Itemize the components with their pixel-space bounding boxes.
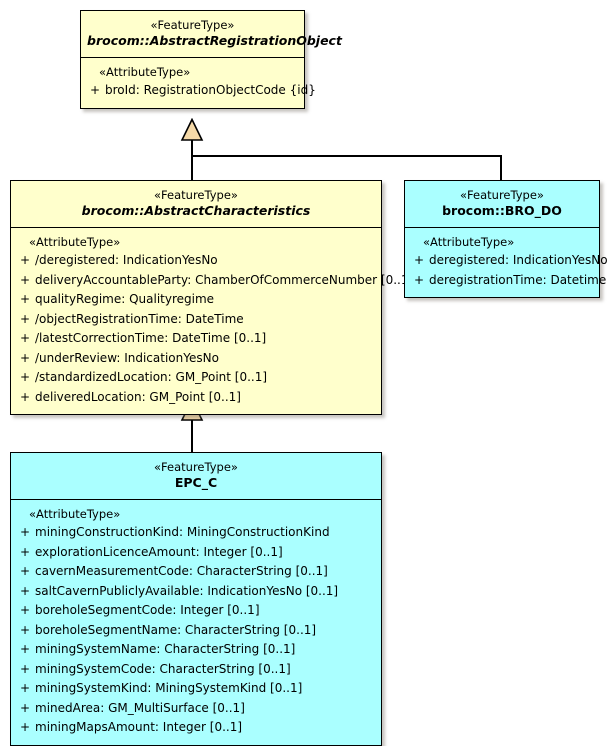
attribute-row: + boreholeSegmentCode: Integer [0..1] xyxy=(15,601,377,621)
attribute-visibility: + xyxy=(19,253,31,267)
generalization-branch-characteristics xyxy=(191,155,193,180)
attribute-row: + saltCavernPubliclyAvailable: Indicatio… xyxy=(15,582,377,602)
attribute-visibility: + xyxy=(19,525,31,539)
attribute-row: + deliveredLocation: GM_Point [0..1] xyxy=(15,388,377,408)
attribute-visibility: + xyxy=(19,564,31,578)
attribute-visibility: + xyxy=(19,642,31,656)
attribute-row: + miningSystemCode: CharacterString [0..… xyxy=(15,660,377,680)
class-name: brocom::AbstractCharacteristics xyxy=(81,203,311,218)
attribute-visibility: + xyxy=(89,83,101,97)
attribute-text: minedArea: GM_MultiSurface [0..1] xyxy=(35,700,245,715)
attribute-visibility: + xyxy=(19,700,31,715)
attribute-text: /latestCorrectionTime: DateTime [0..1] xyxy=(35,331,267,345)
class-attributes-abstract-characteristics: «AttributeType» + /deregistered: Indicat… xyxy=(11,228,413,414)
generalization-stem-epc xyxy=(191,420,193,452)
attribute-visibility: + xyxy=(19,622,31,637)
attribute-visibility: + xyxy=(19,603,31,617)
attribute-text: cavernMeasurementCode: CharacterString [… xyxy=(35,564,328,578)
attribute-text: boreholeSegmentName: CharacterString [0.… xyxy=(35,622,317,637)
class-header-abstract-characteristics: «FeatureType» brocom::AbstractCharacteri… xyxy=(11,181,381,228)
attribute-row: + minedArea: GM_MultiSurface [0..1] xyxy=(15,699,377,719)
attribute-row: + /deregistered: IndicationYesNo xyxy=(15,251,377,271)
attribute-row: + /underReview: IndicationYesNo xyxy=(15,349,377,369)
attribute-text: deregistrationTime: Datetime xyxy=(429,272,607,287)
attribute-visibility: + xyxy=(19,583,31,598)
attribute-row: + miningSystemName: CharacterString [0..… xyxy=(15,640,377,660)
attribute-row: + qualityRegime: Qualityregime xyxy=(15,290,377,310)
attribute-visibility: + xyxy=(19,292,31,306)
attribute-visibility: + xyxy=(19,681,31,695)
generalization-tree-bar xyxy=(191,155,503,157)
attribute-row: + cavernMeasurementCode: CharacterString… xyxy=(15,562,377,582)
attribute-text: /standardizedLocation: GM_Point [0..1] xyxy=(35,370,268,384)
attribute-visibility: + xyxy=(19,331,31,345)
attribute-text: /underReview: IndicationYesNo xyxy=(35,350,219,365)
uml-class-bro-do[interactable]: «FeatureType» brocom::BRO_DO «AttributeT… xyxy=(404,180,608,298)
attribute-text: broId: RegistrationObjectCode {id} xyxy=(105,83,316,97)
attribute-text: miningSystemCode: CharacterString [0..1] xyxy=(35,661,291,676)
generalization-stem-top xyxy=(191,140,193,156)
attribute-row: + deliveryAccountableParty: ChamberOfCom… xyxy=(15,271,413,291)
attribute-text: deliveryAccountableParty: ChamberOfComme… xyxy=(35,272,414,287)
attribute-visibility: + xyxy=(19,389,31,404)
attribute-visibility: + xyxy=(19,350,31,365)
class-name: EPC_C xyxy=(174,475,218,490)
attribute-text: deregistered: IndicationYesNo xyxy=(429,253,608,267)
attribute-row: + miningSystemKind: MiningSystemKind [0.… xyxy=(15,679,377,699)
attribute-row: + deregistered: IndicationYesNo xyxy=(409,251,608,271)
uml-class-abstract-registration-object[interactable]: «FeatureType» brocom::AbstractRegistrati… xyxy=(80,10,342,109)
attribute-row: + explorationLicenceAmount: Integer [0..… xyxy=(15,543,377,563)
attribute-text: miningSystemName: CharacterString [0..1] xyxy=(35,642,296,656)
attribute-row: + /latestCorrectionTime: DateTime [0..1] xyxy=(15,329,377,349)
class-stereotype: «FeatureType» xyxy=(154,188,238,202)
attribute-text: deliveredLocation: GM_Point [0..1] xyxy=(35,389,241,404)
attribute-visibility: + xyxy=(19,272,31,287)
attribute-stereotype: «AttributeType» xyxy=(99,65,191,79)
attribute-visibility: + xyxy=(413,272,425,287)
attribute-visibility: + xyxy=(19,370,31,384)
class-header-abstract-registration-object: «FeatureType» brocom::AbstractRegistrati… xyxy=(81,11,342,58)
generalization-arrow-to-registration-object xyxy=(180,118,204,141)
uml-class-abstract-characteristics[interactable]: «FeatureType» brocom::AbstractCharacteri… xyxy=(10,180,413,415)
class-attributes-epc-c: «AttributeType» + miningConstructionKind… xyxy=(11,500,381,745)
attribute-row: + broId: RegistrationObjectCode {id} xyxy=(85,81,316,101)
attribute-text: boreholeSegmentCode: Integer [0..1] xyxy=(35,603,260,617)
attribute-stereotype: «AttributeType» xyxy=(29,507,121,521)
class-stereotype: «FeatureType» xyxy=(154,460,238,474)
attribute-row: + boreholeSegmentName: CharacterString [… xyxy=(15,621,377,641)
attribute-row: + /objectRegistrationTime: DateTime xyxy=(15,310,377,330)
attribute-visibility: + xyxy=(413,253,425,267)
attribute-text: saltCavernPubliclyAvailable: IndicationY… xyxy=(35,583,339,598)
class-name: brocom::BRO_DO xyxy=(442,203,562,218)
attribute-visibility: + xyxy=(19,544,31,559)
uml-class-epc-c[interactable]: «FeatureType» EPC_C «AttributeType» + mi… xyxy=(10,452,382,746)
attribute-text: /objectRegistrationTime: DateTime xyxy=(35,311,244,326)
class-name: brocom::AbstractRegistrationObject xyxy=(87,33,342,48)
class-attributes-bro-do: «AttributeType» + deregistered: Indicati… xyxy=(405,228,608,297)
attribute-stereotype: «AttributeType» xyxy=(423,235,515,249)
attribute-row: + miningConstructionKind: MiningConstruc… xyxy=(15,523,377,543)
class-stereotype: «FeatureType» xyxy=(460,188,544,202)
attribute-text: explorationLicenceAmount: Integer [0..1] xyxy=(35,544,283,559)
attribute-visibility: + xyxy=(19,720,31,734)
attribute-visibility: + xyxy=(19,311,31,326)
class-stereotype: «FeatureType» xyxy=(150,18,235,32)
attribute-text: qualityRegime: Qualityregime xyxy=(35,292,215,306)
attribute-row: + deregistrationTime: Datetime xyxy=(409,271,606,291)
attribute-text: miningSystemKind: MiningSystemKind [0..1… xyxy=(35,681,303,695)
attribute-text: /deregistered: IndicationYesNo xyxy=(35,253,218,267)
class-header-epc-c: «FeatureType» EPC_C xyxy=(11,453,381,500)
generalization-branch-bro-do xyxy=(500,155,502,180)
attribute-visibility: + xyxy=(19,661,31,676)
attribute-row: + miningMapsAmount: Integer [0..1] xyxy=(15,718,377,738)
attribute-text: miningMapsAmount: Integer [0..1] xyxy=(35,720,243,734)
attribute-text: miningConstructionKind: MiningConstructi… xyxy=(35,525,330,539)
class-header-bro-do: «FeatureType» brocom::BRO_DO xyxy=(405,181,599,228)
attribute-stereotype: «AttributeType» xyxy=(29,235,121,249)
attribute-row: + /standardizedLocation: GM_Point [0..1] xyxy=(15,368,377,388)
class-attributes-abstract-registration-object: «AttributeType» + broId: RegistrationObj… xyxy=(81,58,316,108)
